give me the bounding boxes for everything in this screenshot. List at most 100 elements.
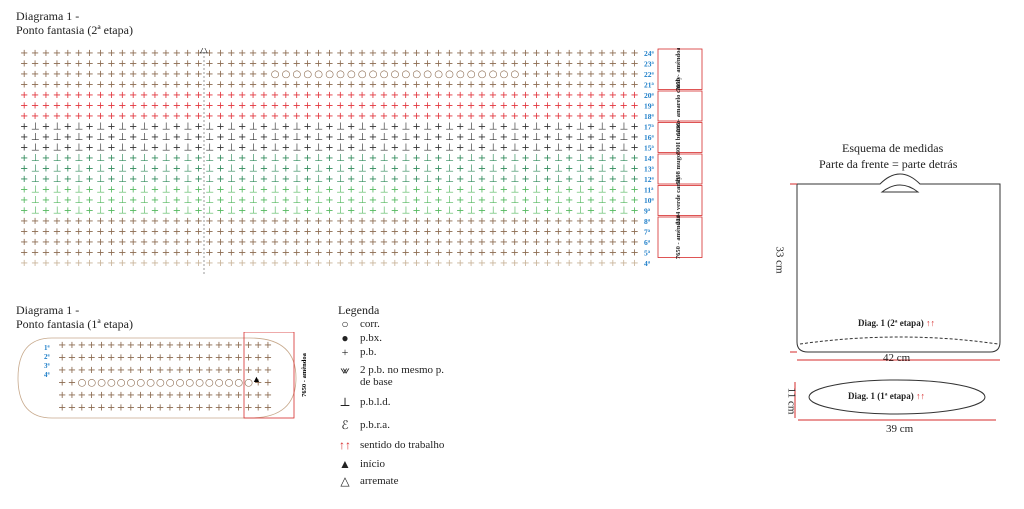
stitch-mark: + xyxy=(238,111,246,122)
stitch-mark: + xyxy=(347,143,355,154)
stitch-mark: + xyxy=(173,101,181,112)
stitch-mark: + xyxy=(264,353,272,364)
stitch-mark: + xyxy=(336,111,344,122)
stitch-mark: + xyxy=(118,59,126,70)
stitch-mark: + xyxy=(117,353,125,364)
stitch-mark: ⊥ xyxy=(205,132,214,143)
stitch-mark: + xyxy=(185,403,193,414)
stitch-mark: ⊥ xyxy=(336,153,345,164)
stitch-mark: + xyxy=(554,216,562,227)
stitch-mark: + xyxy=(500,90,508,101)
stitch-mark: + xyxy=(151,132,159,143)
stitch-mark: + xyxy=(347,90,355,101)
stitch-mark: ⊥ xyxy=(140,153,149,164)
stitch-mark: + xyxy=(543,227,551,238)
stitch-mark: + xyxy=(249,258,257,269)
stitch-mark: + xyxy=(20,258,28,269)
schema-width-label: 42 cm xyxy=(883,352,911,364)
stitch-row: ++○○○○○○○○○○○○○○○○○○++ xyxy=(58,378,272,389)
stitch-mark: ⊥ xyxy=(554,164,563,175)
stitch-mark: + xyxy=(185,353,193,364)
stitch-mark: + xyxy=(140,69,148,80)
stitch-mark: + xyxy=(68,403,76,414)
stitch-mark: ⊥ xyxy=(532,185,541,196)
stitch-mark: + xyxy=(434,164,442,175)
stitch-mark: + xyxy=(151,174,159,185)
stitch-mark: + xyxy=(336,101,344,112)
stitch-mark: ⊥ xyxy=(532,195,541,206)
stitch-mark: + xyxy=(20,80,28,91)
stitch-mark: + xyxy=(489,111,497,122)
stitch-mark: + xyxy=(205,80,213,91)
stitch-row: +⊥+⊥+⊥+⊥+⊥+⊥+⊥+⊥+⊥+⊥+⊥+⊥+⊥+⊥+⊥+⊥+⊥+⊥+⊥+⊥… xyxy=(20,132,639,143)
stitch-mark: + xyxy=(156,340,164,351)
stitch-mark: ⊥ xyxy=(402,122,411,133)
stitch-mark: + xyxy=(369,195,377,206)
stitch-mark: ⊥ xyxy=(140,122,149,133)
stitch-mark: + xyxy=(565,48,573,59)
stitch-mark: + xyxy=(434,122,442,133)
stitch-mark: + xyxy=(107,365,115,376)
stitch-mark: + xyxy=(173,80,181,91)
stitch-mark: ⊥ xyxy=(380,132,389,143)
stitch-mark: + xyxy=(314,48,322,59)
stitch-mark: + xyxy=(587,185,595,196)
stitch-mark: + xyxy=(358,80,366,91)
stitch-mark: + xyxy=(478,132,486,143)
stitch-mark: ⊥ xyxy=(467,132,476,143)
stitch-mark: ⊥ xyxy=(598,174,607,185)
stitch-mark: + xyxy=(151,195,159,206)
stitch-mark: + xyxy=(282,48,290,59)
stitch-mark: + xyxy=(216,258,224,269)
finish-icon: △ xyxy=(200,48,208,55)
stitch-row: ++++++++++++++++++++++++++++++++++++++++… xyxy=(20,80,639,91)
stitch-mark: + xyxy=(293,227,301,238)
stitch-mark: + xyxy=(227,258,235,269)
stitch-mark: + xyxy=(42,206,50,217)
stitch-mark: ⊥ xyxy=(358,195,367,206)
stitch-mark: + xyxy=(369,48,377,59)
stitch-mark: + xyxy=(598,111,606,122)
stitch-mark: + xyxy=(42,111,50,122)
stitch-mark: + xyxy=(565,195,573,206)
stitch-mark: + xyxy=(42,153,50,164)
stitch-mark: ⊥ xyxy=(598,143,607,154)
stitch-mark: + xyxy=(587,80,595,91)
stitch-mark: ⊥ xyxy=(554,174,563,185)
stitch-mark: + xyxy=(282,90,290,101)
color-group-label: 7650 - amêndoa xyxy=(301,352,308,396)
legend-item: +p.b. xyxy=(338,346,377,358)
stitch-mark: + xyxy=(162,227,170,238)
stitch-mark: ⊥ xyxy=(271,122,280,133)
stitch-mark: + xyxy=(42,80,50,91)
stitch-mark: + xyxy=(205,258,213,269)
color-group-label: 7650 - amêndoa xyxy=(675,215,682,259)
stitch-mark: + xyxy=(554,111,562,122)
stitch-mark: + xyxy=(467,80,475,91)
stitch-mark: + xyxy=(184,69,192,80)
stitch-mark: + xyxy=(64,164,72,175)
stitch-mark: + xyxy=(325,164,333,175)
stitch-mark: ⊥ xyxy=(445,174,454,185)
stitch-mark: ⊥ xyxy=(423,143,432,154)
stitch-mark: + xyxy=(369,101,377,112)
stitch-mark: + xyxy=(107,353,115,364)
stitch-mark: + xyxy=(303,206,311,217)
stitch-mark: ○ xyxy=(293,69,302,80)
stitch-mark: + xyxy=(140,59,148,70)
stitch-mark: + xyxy=(117,403,125,414)
stitch-mark: ⊥ xyxy=(423,185,432,196)
row-number-label: 10ª xyxy=(644,196,655,205)
stitch-mark: + xyxy=(173,195,181,206)
legend-label: p.b.r.a. xyxy=(360,419,390,431)
sc-back-loop-icon: ⊥ xyxy=(339,395,351,409)
stitch-mark: + xyxy=(42,258,50,269)
stitch-mark: + xyxy=(521,185,529,196)
row-number-label: 3ª xyxy=(44,362,51,370)
stitch-mark: + xyxy=(336,258,344,269)
stitch-mark: + xyxy=(151,248,159,259)
stitch-mark: + xyxy=(391,59,399,70)
stitch-mark: ⊥ xyxy=(620,206,629,217)
stitch-mark: + xyxy=(225,353,233,364)
stitch-mark: + xyxy=(445,248,453,259)
